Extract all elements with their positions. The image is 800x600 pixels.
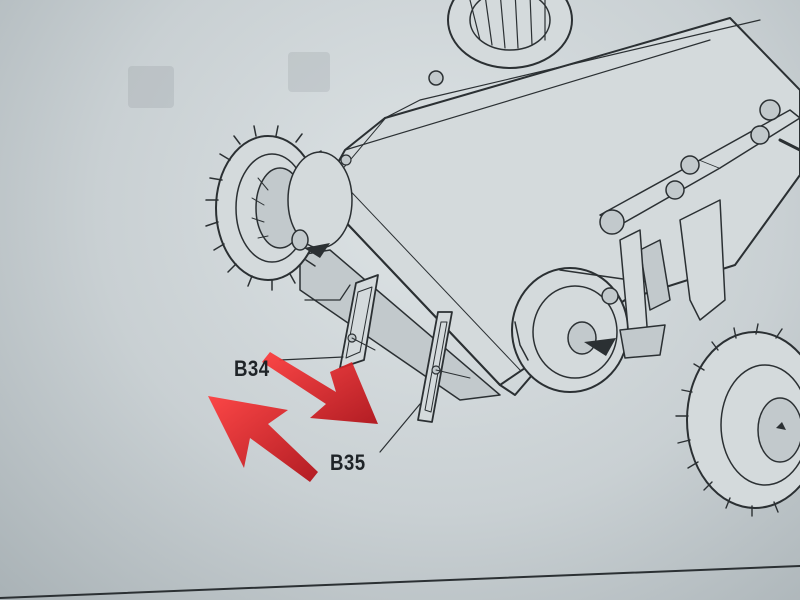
part-label-b35: B35	[330, 450, 366, 475]
page-rule-line	[0, 565, 800, 599]
top-road-wheel	[428, 0, 573, 86]
road-wheel-right	[675, 323, 800, 517]
tank-hull	[299, 17, 800, 401]
part-label-b34: B34	[234, 356, 270, 381]
red-arrow-icon-2	[208, 396, 318, 482]
drive-sprocket-left	[205, 125, 353, 291]
suspension-assembly	[599, 99, 800, 359]
part-b35-plate	[417, 311, 471, 423]
part-b34-plate	[339, 274, 379, 369]
leader-lines	[279, 356, 421, 453]
drive-sprocket-right	[511, 267, 641, 393]
red-arrow-icon	[262, 352, 378, 424]
